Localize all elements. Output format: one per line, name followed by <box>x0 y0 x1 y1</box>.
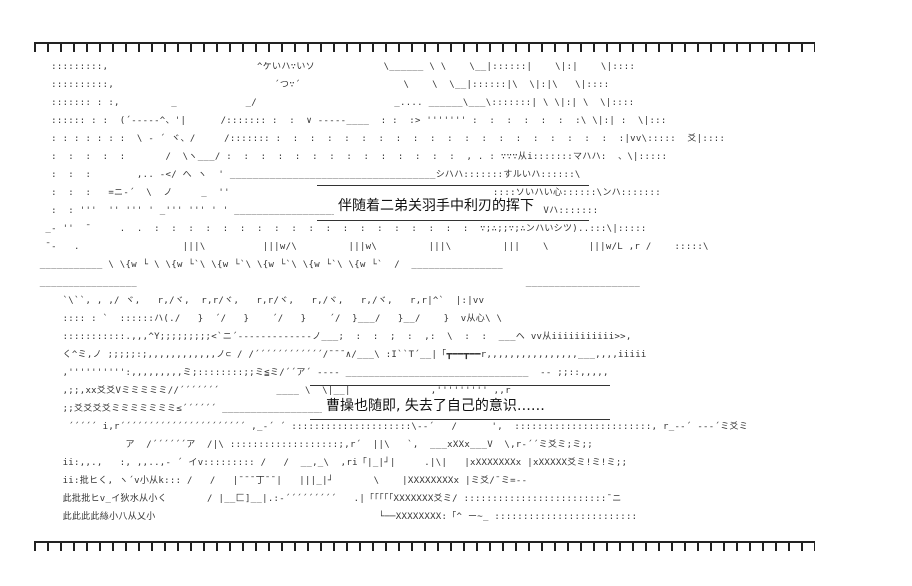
ascii-art-line: :::::: : : (´-----^、'| /::::::: : : ∨ --… <box>34 116 667 126</box>
ascii-art-line: 此批批ヒv_イ狄水从小く / |__匚]__|.:-´´´´´´´´´ .|「「… <box>34 494 622 504</box>
ascii-art-line: ::::::::::, ´つ∵´ \ \ \__|::::::|\ \|:|\ … <box>34 80 610 90</box>
ascii-art-line: く^ミ,ノ ;;;;;:;,,,,,,,,,,,,ノ⊂ / /´´´´´´´´´… <box>34 350 647 360</box>
caption-1: 伴随着二弟关羽手中利刃的挥下 <box>334 195 538 215</box>
caption-2-rule-top <box>310 385 610 386</box>
ascii-art-line: :::::::::, ^ケいハ∵いソ \______ \ \ \__|:::::… <box>34 62 636 72</box>
ascii-art-line: ¯- . |||\ |||w/\ |||w\ |||\ ||| \ |||w/L… <box>34 242 709 252</box>
ascii-art-line: 此此此此絲小八从乂小 └──XXXXXXXX:「^ ー~_ ::::::::::… <box>34 512 638 522</box>
ascii-art-line: _- '' ¯ . . : : : : : : : : : : : : : : … <box>34 224 647 234</box>
caption-2-rule-bottom <box>310 419 610 420</box>
caption-1-rule-top <box>317 185 589 186</box>
caption-1-rule-bottom <box>317 220 589 221</box>
ascii-art-line: ::::::: : :, _ _/ _.... ______\___\:::::… <box>34 98 635 108</box>
ascii-art-line: ´´´´´ i,r´´´´´´´´´´´´´´´´´´´´´´ ,_-´ ´ :… <box>34 422 749 432</box>
ascii-art-line: ii:,,., :, ,,..,- ´ イv::::::::: / / __,_… <box>34 458 628 468</box>
ascii-art-line: :::::::::::.,,,^Y;;;;;;;;;<`ニ´----------… <box>34 332 632 342</box>
caption-2: 曹操也随即, 失去了自己的意识…… <box>322 395 549 415</box>
ascii-art-line: ,;;,xx爻爻Vミミミミミ//´´´´´´´ ____ \ \|__| ,''… <box>34 386 511 396</box>
ascii-art-line: `\``, , ,/ ヾ, r,/ヾ, r,r/ヾ, r,r/ヾ, r,/ヾ, … <box>34 296 485 306</box>
ascii-art-line: _________________ ____________________ <box>34 278 641 288</box>
ascii-art-line: ア /´´´´´´ア /|\ :::::::::::::::::::;,r´ |… <box>34 440 594 450</box>
ascii-art-line: ,'''''''''':,,,,,,,,,ミ;::::::::;;ミ≦ミ/´´ア… <box>34 368 609 378</box>
ascii-art-line: : : : : : : : \ - ´ ヾ、/ /::::::: : : : :… <box>34 134 726 144</box>
bottom-ruler-border <box>34 541 815 553</box>
ascii-art-line: ___________ \ \{w └ \ \{w └`\ \{w └`\ \{… <box>34 260 503 270</box>
ascii-art-line: : : : : : / \ヽ___/ : : : : : : : : : : :… <box>34 152 668 162</box>
top-ruler-border <box>34 42 815 54</box>
ascii-art-line: :::: : ` ::::::ハ(./ } ´/ } ´/ } ´/ }___/… <box>34 314 503 324</box>
ascii-art-panel: :::::::::, ^ケいハ∵いソ \______ \ \ \__|:::::… <box>34 62 815 537</box>
ascii-art-line: : : : ,.. -</ へ ヽ ' ____________________… <box>34 170 581 180</box>
ascii-art-line: ii:批ヒく, ヽ´v小从k::: / / |¯¯¯丁¯¯| |||_|┘ \ … <box>34 476 528 486</box>
ascii-art-line: : : : =ニ-´ \ ノ _ '' ::::ソいハい心::::::\ンハ::… <box>34 188 661 198</box>
